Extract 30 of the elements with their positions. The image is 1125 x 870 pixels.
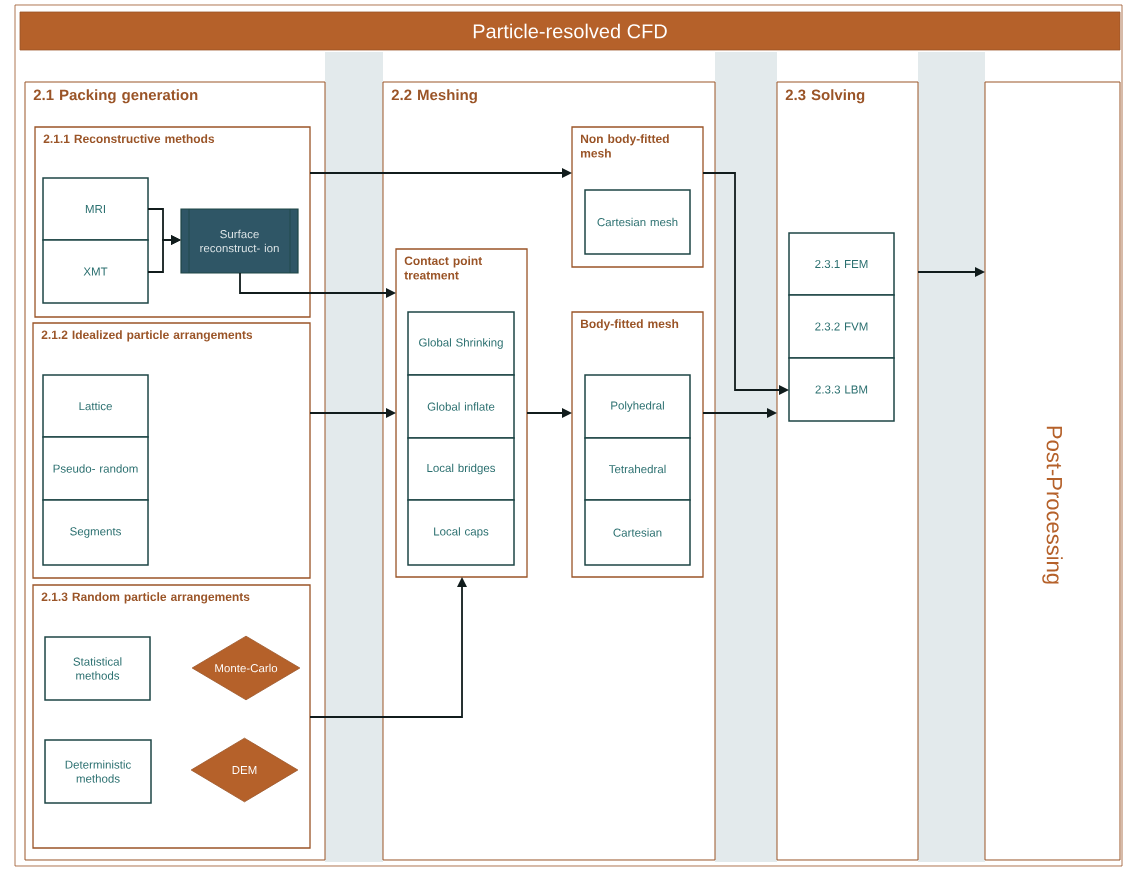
process-box: Polyhedral (584, 374, 691, 439)
arrow (526, 408, 572, 418)
arrow (309, 408, 396, 418)
process-box: MRI (42, 177, 149, 241)
arrow (702, 172, 789, 395)
process-box: Deterministic methods (44, 739, 152, 804)
arrow (239, 272, 396, 298)
arrow (702, 408, 777, 418)
process-box: Lattice (42, 374, 149, 438)
process-box: Statistical methods (44, 636, 151, 701)
arrow (309, 577, 467, 718)
arrow (147, 235, 181, 273)
process-box: 2.3.1 FEM (788, 232, 895, 296)
title-banner: Particle-resolved CFD (19, 11, 1121, 51)
arrow (917, 267, 985, 277)
process-box: Tetrahedral (584, 437, 691, 501)
process-box: Segments (42, 499, 149, 566)
arrow (309, 168, 572, 178)
process-box: Surface reconstruct- ion (180, 208, 299, 274)
process-box: Pseudo- random (42, 436, 149, 501)
process-box: Global inflate (407, 374, 515, 439)
process-box: Global Shrinking (407, 311, 515, 376)
process-box: 2.3.2 FVM (788, 294, 895, 359)
process-box: 2.3.3 LBM (788, 357, 895, 422)
process-box: Cartesian mesh (584, 189, 691, 255)
process-box: XMT (42, 239, 149, 304)
process-box: Local bridges (407, 437, 515, 501)
process-box: Cartesian (584, 499, 691, 566)
process-box: Local caps (407, 499, 515, 566)
column-panel: Post-Processing (984, 81, 1121, 861)
